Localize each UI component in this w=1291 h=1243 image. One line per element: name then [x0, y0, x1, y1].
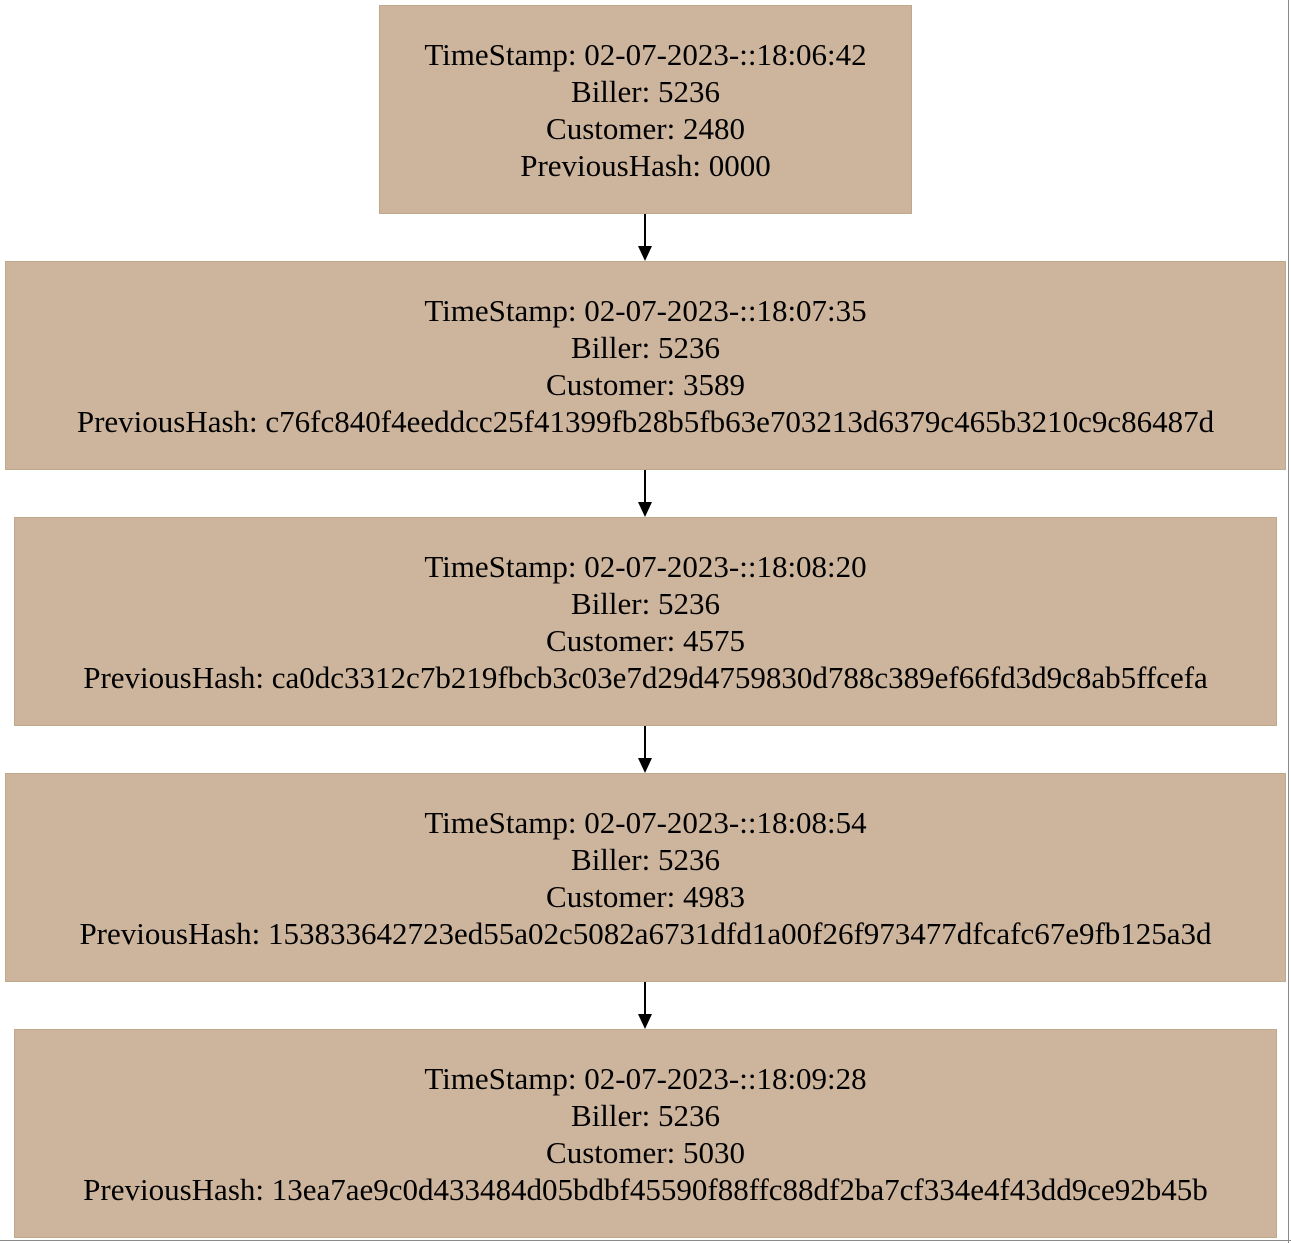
block-node: TimeStamp: 02-07-2023-::18:09:28 Biller:… [14, 1029, 1277, 1238]
block-previous-hash: PreviousHash: 13ea7ae9c0d433484d05bdbf45… [83, 1171, 1208, 1207]
block-node: TimeStamp: 02-07-2023-::18:07:35 Biller:… [5, 261, 1286, 470]
block-customer: Customer: 3589 [546, 366, 745, 402]
arrow-shaft [644, 726, 646, 759]
frame-border-right [1288, 0, 1289, 1243]
block-previous-hash: PreviousHash: c76fc840f4eeddcc25f41399fb… [76, 403, 1215, 439]
block-node: TimeStamp: 02-07-2023-::18:08:54 Biller:… [5, 773, 1286, 982]
block-biller: Biller: 5236 [571, 585, 720, 621]
arrow-head [638, 758, 652, 773]
block-customer: Customer: 2480 [546, 110, 745, 146]
block-biller: Biller: 5236 [571, 73, 720, 109]
arrow-shaft [644, 214, 646, 247]
block-previous-hash: PreviousHash: ca0dc3312c7b219fbcb3c03e7d… [83, 659, 1208, 695]
arrow-head [638, 246, 652, 261]
block-previous-hash: PreviousHash: 153833642723ed55a02c5082a6… [79, 915, 1212, 951]
block-timestamp: TimeStamp: 02-07-2023-::18:08:20 [424, 548, 867, 584]
arrow-shaft [644, 982, 646, 1015]
frame-border-bottom [0, 1240, 1291, 1241]
block-timestamp: TimeStamp: 02-07-2023-::18:08:54 [424, 804, 867, 840]
block-customer: Customer: 4575 [546, 622, 745, 658]
block-timestamp: TimeStamp: 02-07-2023-::18:09:28 [424, 1060, 867, 1096]
block-customer: Customer: 4983 [546, 878, 745, 914]
block-node: TimeStamp: 02-07-2023-::18:06:42 Biller:… [379, 5, 912, 214]
arrow-head [638, 502, 652, 517]
block-timestamp: TimeStamp: 02-07-2023-::18:07:35 [424, 292, 867, 328]
arrow-head [638, 1014, 652, 1029]
block-biller: Biller: 5236 [571, 841, 720, 877]
block-biller: Biller: 5236 [571, 329, 720, 365]
block-node: TimeStamp: 02-07-2023-::18:08:20 Biller:… [14, 517, 1277, 726]
arrow-shaft [644, 470, 646, 503]
block-customer: Customer: 5030 [546, 1134, 745, 1170]
block-biller: Biller: 5236 [571, 1097, 720, 1133]
block-previous-hash: PreviousHash: 0000 [520, 147, 771, 183]
block-timestamp: TimeStamp: 02-07-2023-::18:06:42 [424, 36, 867, 72]
